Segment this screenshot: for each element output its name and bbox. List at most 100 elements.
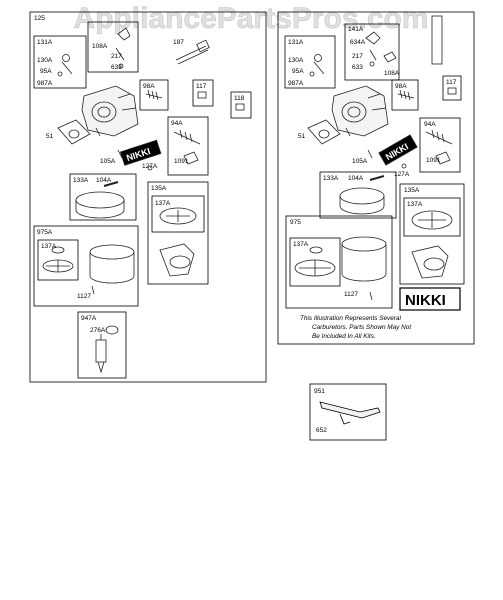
right-breather-tube xyxy=(431,15,443,65)
left-float-135A xyxy=(159,243,195,277)
r-label-634A: 634A xyxy=(350,39,366,46)
right-note-line3: Be Included In All Kits. xyxy=(312,333,376,340)
r-label-133A: 133A xyxy=(323,175,339,182)
right-box-131A xyxy=(284,35,336,89)
label-276A: 276A xyxy=(90,327,106,334)
right-box-137A-kit xyxy=(289,237,341,287)
label-633: 633 xyxy=(111,64,122,71)
label-133A: 133A xyxy=(73,177,89,184)
r-label-135A: 135A xyxy=(404,187,420,194)
left-part-105A xyxy=(117,149,123,159)
label-137A-kit: 137A xyxy=(41,243,57,250)
label-118: 118 xyxy=(234,95,245,102)
right-box-117 xyxy=(442,75,462,101)
right-kit-bowl xyxy=(341,236,387,282)
r-label-117: 117 xyxy=(446,79,457,86)
right-box-137A-inner xyxy=(403,197,461,237)
r-label-141A: 141A xyxy=(348,26,364,33)
right-float-135A xyxy=(411,245,449,279)
left-gasket-51 xyxy=(57,119,91,145)
r-label-1091: 1091 xyxy=(426,157,441,164)
left-illustrations xyxy=(42,27,245,374)
right-nikki-badge xyxy=(378,134,418,166)
bottom-labels: 951 652 xyxy=(314,388,327,434)
label-117: 117 xyxy=(196,83,207,90)
left-box-135A xyxy=(147,181,209,285)
left-box-975A xyxy=(33,225,139,307)
left-part-1091 xyxy=(183,151,199,165)
r-label-131A: 131A xyxy=(288,39,304,46)
r-label-94A: 94A xyxy=(424,121,436,128)
label-104A: 104A xyxy=(96,177,112,184)
right-needle-94A xyxy=(425,129,453,145)
r-label-130A: 130A xyxy=(288,57,304,64)
label-98A: 98A xyxy=(143,83,155,90)
right-needle-95A xyxy=(313,61,325,75)
left-box-947A xyxy=(77,311,127,379)
right-part-127A xyxy=(401,163,407,169)
label-987A: 987A xyxy=(37,80,53,87)
r-label-95A: 95A xyxy=(292,68,304,75)
r-label-137A-inner: 137A xyxy=(407,201,423,208)
left-box-137A-inner xyxy=(151,195,205,233)
left-box-98A xyxy=(139,79,169,111)
right-screw-130A xyxy=(314,54,322,62)
right-float-137A xyxy=(411,210,453,230)
left-washer-633 xyxy=(118,63,124,69)
right-throttle-141A xyxy=(365,31,381,45)
r-label-51: 51 xyxy=(298,133,306,140)
left-needle-95A xyxy=(61,61,73,75)
label-127A: 127A xyxy=(142,163,158,170)
left-float-bowl-133A xyxy=(75,181,125,219)
left-carburetor-body xyxy=(81,85,139,137)
r-label-1127: 1127 xyxy=(344,291,358,298)
bottom-panel-frame xyxy=(309,383,387,441)
right-spring-987A xyxy=(309,71,315,77)
left-panel-number: 125 xyxy=(34,15,45,22)
right-part-1091 xyxy=(435,151,451,165)
left-box-108A xyxy=(87,21,139,73)
r-label-98A: 98A xyxy=(395,83,407,90)
left-box-94A xyxy=(167,116,209,176)
right-panel-frame xyxy=(277,11,475,345)
label-137A-inner: 137A xyxy=(155,200,171,207)
right-screw-217 xyxy=(369,49,377,61)
right-part-105A xyxy=(367,149,373,159)
r-label-127A: 127A xyxy=(394,171,410,178)
right-box-94A xyxy=(419,117,461,173)
left-part-117 xyxy=(197,91,207,99)
label-947A: 947A xyxy=(81,315,97,322)
label-1127: 1127 xyxy=(77,293,91,300)
left-part-118 xyxy=(235,103,245,111)
label-95A: 95A xyxy=(40,68,52,75)
right-carburetor-body xyxy=(331,85,389,137)
r-label-633: 633 xyxy=(352,64,363,71)
left-box-131A xyxy=(33,35,87,89)
left-screw-217 xyxy=(115,47,125,61)
left-float-137A xyxy=(159,207,197,225)
label-951: 951 xyxy=(314,388,325,395)
right-box-135A xyxy=(399,183,465,285)
r-label-987A: 987A xyxy=(288,80,304,87)
r-label-137A-kit: 137A xyxy=(293,241,309,248)
label-105A: 105A xyxy=(100,158,116,165)
left-labels: 125 131A 130A 95A 987A 108A 217 633 187 … xyxy=(34,15,245,334)
label-975A: 975A xyxy=(37,229,53,236)
label-652: 652 xyxy=(316,427,327,434)
right-labels: 131A 130A 95A 987A 141A 634A 217 633 108… xyxy=(288,26,457,340)
label-135A: 135A xyxy=(151,185,167,192)
right-nikki-box xyxy=(399,287,461,311)
right-part-117 xyxy=(447,87,457,95)
right-part-108A xyxy=(383,51,397,63)
right-note-line1: This Illustration Represents Several xyxy=(300,315,401,322)
left-box-117 xyxy=(192,79,214,107)
right-box-133A xyxy=(319,171,397,219)
left-part-127A xyxy=(147,165,153,171)
right-gasket-51 xyxy=(307,119,341,145)
left-box-133A xyxy=(69,173,137,221)
right-box-141A xyxy=(344,23,400,81)
right-nikki-box-text: NIKKI xyxy=(405,292,446,309)
r-label-108A: 108A xyxy=(384,70,400,77)
left-needle-94A xyxy=(173,129,201,145)
